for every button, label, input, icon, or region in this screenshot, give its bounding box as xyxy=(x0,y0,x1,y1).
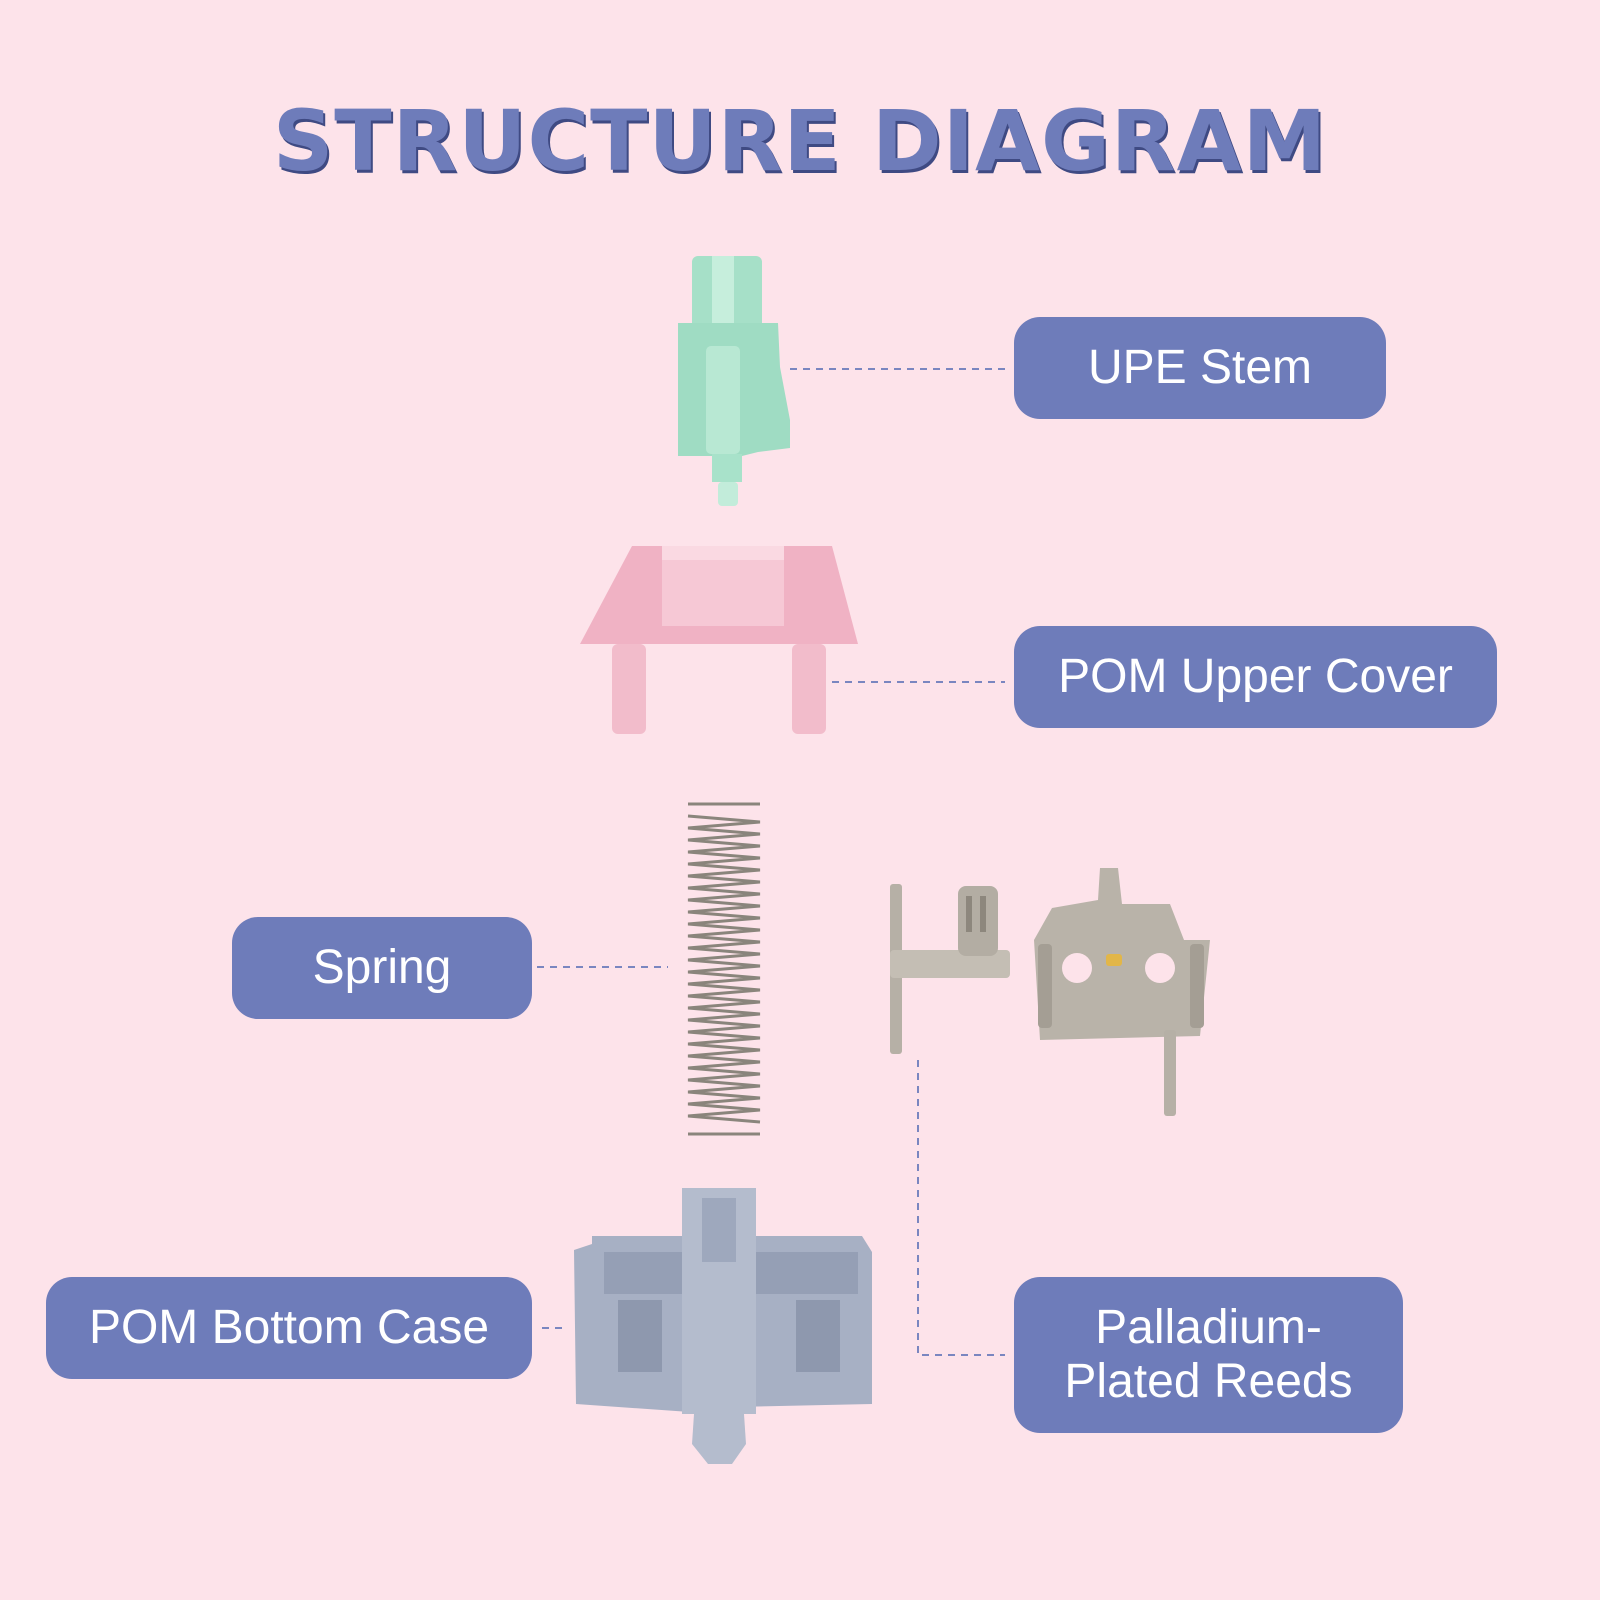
upe-stem-label: UPE Stem xyxy=(1014,317,1386,419)
pom-bottom-case-illustration xyxy=(574,1188,872,1464)
reeds-illustration xyxy=(890,868,1210,1116)
reeds-label-line-1: Palladium- xyxy=(1095,1301,1322,1354)
upe-stem-label-text: UPE Stem xyxy=(1087,341,1313,394)
spring-label: Spring xyxy=(232,917,532,1019)
pom-bottom-case-label-text: POM Bottom Case xyxy=(88,1301,490,1354)
reeds-label: Palladium- Plated Reeds xyxy=(1014,1277,1403,1433)
spring-illustration xyxy=(687,802,761,1136)
reeds-leader-line xyxy=(917,1060,1005,1356)
spring-label-text: Spring xyxy=(312,941,452,994)
pom-upper-cover-label: POM Upper Cover xyxy=(1014,626,1497,728)
pom-upper-cover-illustration xyxy=(580,546,858,734)
page-title: STRUCTURE DIAGRAM xyxy=(272,92,1328,190)
leader-lines xyxy=(537,368,1005,1356)
pom-bottom-case-label: POM Bottom Case xyxy=(46,1277,532,1379)
pom-upper-cover-label-text: POM Upper Cover xyxy=(1058,650,1453,703)
reeds-label-line-2: Plated Reeds xyxy=(1064,1355,1353,1408)
upe-stem-illustration xyxy=(678,256,790,506)
